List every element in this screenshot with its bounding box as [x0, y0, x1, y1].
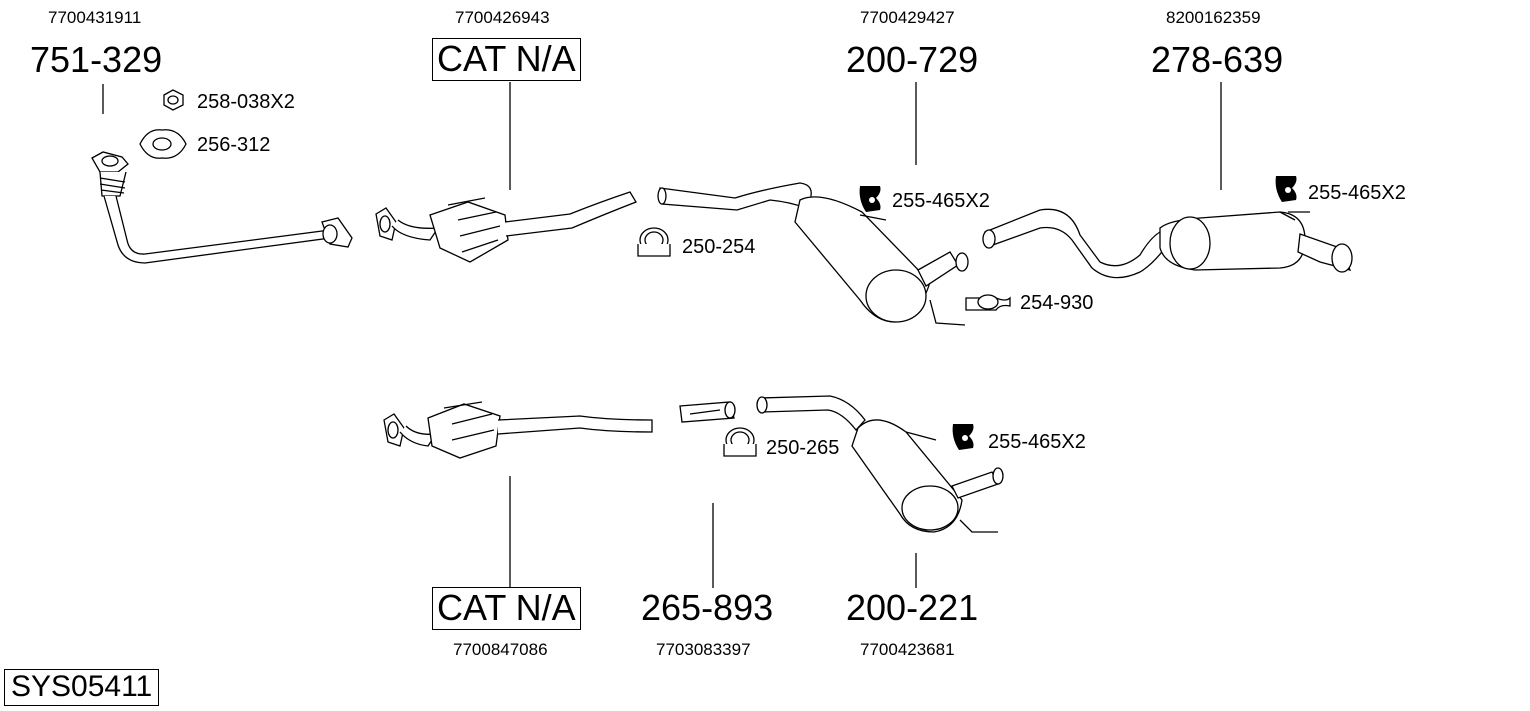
accessory-label-hanger: 255-465X2	[1308, 182, 1406, 204]
rear-silencer-278-639	[982, 208, 1353, 279]
accessory-label-nut: 258-038X2	[197, 91, 295, 113]
accessory-label-hanger: 255-465X2	[892, 190, 990, 212]
catalytic-converter-bottom	[383, 401, 653, 459]
part-number: 265-893	[641, 587, 774, 628]
part-number: CAT N/A	[432, 38, 581, 81]
accessory-label-band-clamp: 254-930	[1020, 292, 1094, 314]
oe-number: 7700426943	[455, 8, 550, 27]
connecting-sleeve-265-893	[679, 401, 736, 423]
middle-silencer-200-221	[756, 395, 1004, 533]
nut-icon	[163, 89, 184, 111]
oe-number: 7700423681	[860, 640, 955, 659]
accessory-label-clamp: 250-265	[766, 437, 840, 459]
u-clamp-icon	[723, 427, 757, 457]
oe-number: 7700431911	[48, 8, 142, 27]
front-pipe-751-329	[91, 151, 353, 264]
oe-number: 8200162359	[1166, 8, 1261, 27]
part-number: CAT N/A	[432, 587, 581, 630]
gasket-icon	[139, 129, 187, 159]
accessory-label-clamp: 250-254	[682, 236, 756, 258]
diagram-id: SYS05411	[4, 669, 160, 706]
u-clamp-icon	[637, 227, 671, 257]
rubber-hanger-icon	[952, 424, 974, 450]
middle-silencer-200-729	[657, 182, 969, 326]
part-number: 278-639	[1151, 39, 1284, 80]
oe-number: 7703083397	[656, 640, 751, 659]
oe-number: 7700429427	[860, 8, 955, 27]
oe-number: 7700847086	[453, 640, 548, 659]
rubber-hanger-icon	[859, 186, 881, 212]
catalytic-converter-top	[375, 191, 637, 263]
rubber-hanger-icon	[1275, 176, 1297, 202]
accessory-label-hanger: 255-465X2	[988, 431, 1086, 453]
accessory-label-gasket: 256-312	[197, 134, 271, 156]
part-number: 751-329	[30, 39, 163, 80]
part-number: 200-221	[846, 587, 979, 628]
part-number: 200-729	[846, 39, 979, 80]
band-clamp-icon	[965, 294, 1011, 311]
